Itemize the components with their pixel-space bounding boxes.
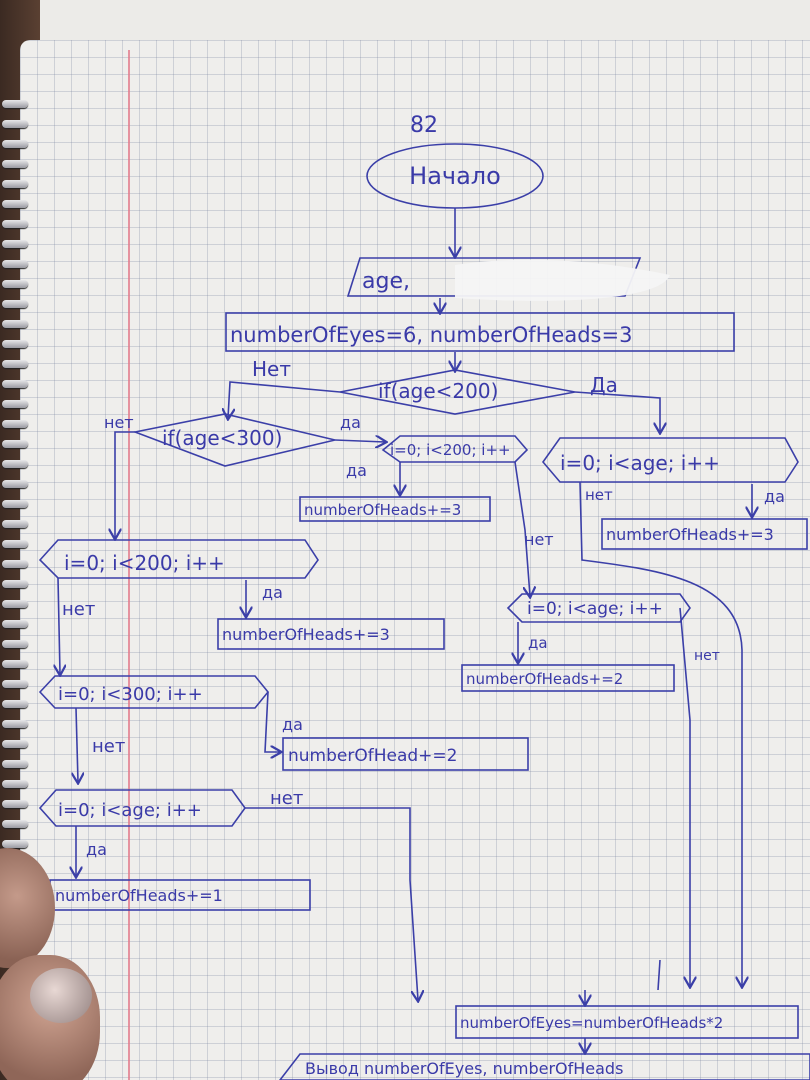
action-mid-2-label: numberOfHeads+=2 [466,670,623,688]
label-yes-left: да [340,413,361,432]
spiral-ring [2,640,28,648]
label-no-left: нет [104,413,134,432]
spiral-ring [2,320,28,328]
input-label: age, [362,269,410,294]
spiral-ring [2,300,28,308]
thumbnail [30,968,92,1023]
label-no-loop1: нет [62,599,95,620]
start-label: Начало [409,162,501,190]
loop-mid-2 [506,593,691,623]
label-no-right: нет [585,486,613,504]
spiral-ring [2,220,28,228]
loop-mid-top-label: i=0; i<200; i++ [390,441,511,459]
action-mid-top-label: numberOfHeads+=3 [304,501,461,519]
spiral-ring [2,280,28,288]
action-left-1-label: numberOfHeads+=3 [222,625,390,644]
spiral-ring [2,140,28,148]
spiral-ring [2,180,28,188]
action-right-top [601,518,808,550]
action-left-2-label: numberOfHead+=2 [288,746,457,766]
output-block [278,1053,810,1080]
margin-line [128,50,130,1080]
spiral-ring [2,460,28,468]
spiral-ring [2,540,28,548]
action-left-3-label: numberOfHeads+=1 [55,886,223,905]
page-number: 82 [410,113,438,138]
spiral-ring [2,260,28,268]
spiral-ring [2,780,28,788]
loop-left-1-label: i=0; i<200; i++ [64,551,225,575]
spiral-ring [2,120,28,128]
loop-left-3-label: i=0; i<age; i++ [58,800,202,821]
label-yes-mid2: да [528,634,548,652]
spiral-ring [2,600,28,608]
label-no-top: Нет [252,357,291,381]
spiral-ring [2,720,28,728]
spiral-ring [2,520,28,528]
spiral-ring [2,740,28,748]
spiral-ring [2,340,28,348]
label-no-loop3: нет [270,788,303,809]
spiral-ring [2,100,28,108]
spiral-ring [2,660,28,668]
spiral-ring [2,380,28,388]
spiral-ring [2,620,28,628]
loop-left-2-label: i=0; i<300; i++ [58,684,203,705]
action-left-2 [282,737,529,771]
spiral-ring [2,820,28,828]
result-label: numberOfEyes=numberOfHeads*2 [460,1014,723,1032]
spiral-ring [2,560,28,568]
spiral-ring [2,240,28,248]
spiral-ring [2,580,28,588]
spiral-ring [2,360,28,368]
init-label: numberOfEyes=6, numberOfHeads=3 [230,323,632,347]
result-block [455,1005,799,1039]
action-right-top-label: numberOfHeads+=3 [606,525,774,544]
spiral-ring [2,200,28,208]
loop-right-top-label: i=0; i<age; i++ [560,451,720,475]
decision-left-label: if(age<300) [162,426,282,450]
action-mid-top [299,496,491,522]
grid-paper [20,40,810,1080]
spiral-ring [2,840,28,848]
spiral-ring [2,400,28,408]
spiral-ring [2,500,28,508]
action-left-1 [217,618,445,650]
init-block [225,312,735,352]
loop-right-top [541,437,799,483]
decision-top-label: if(age<200) [378,379,498,403]
notebook-spiral [0,100,40,860]
label-yes-loop1: да [262,583,283,602]
label-yes-mid: да [346,461,367,480]
label-no-mid2: нет [694,648,720,664]
spiral-ring [2,680,28,688]
label-yes-loop3: да [86,840,107,859]
label-yes-loop2: да [282,715,303,734]
loop-mid-2-label: i=0; i<age; i++ [527,599,663,619]
label-no-loop2: нет [92,736,125,757]
output-label: Вывод numberOfEyes, numberOfHeads [305,1059,623,1078]
spiral-ring [2,480,28,488]
label-no-mid: нет [524,530,554,549]
action-mid-2 [461,664,675,692]
spiral-ring [2,420,28,428]
spiral-ring [2,160,28,168]
spiral-ring [2,700,28,708]
spiral-ring [2,440,28,448]
input-block [346,257,642,297]
scribbled-out-text [455,259,670,301]
spiral-ring [2,800,28,808]
spiral-ring [2,760,28,768]
label-yes-right: да [764,487,785,506]
